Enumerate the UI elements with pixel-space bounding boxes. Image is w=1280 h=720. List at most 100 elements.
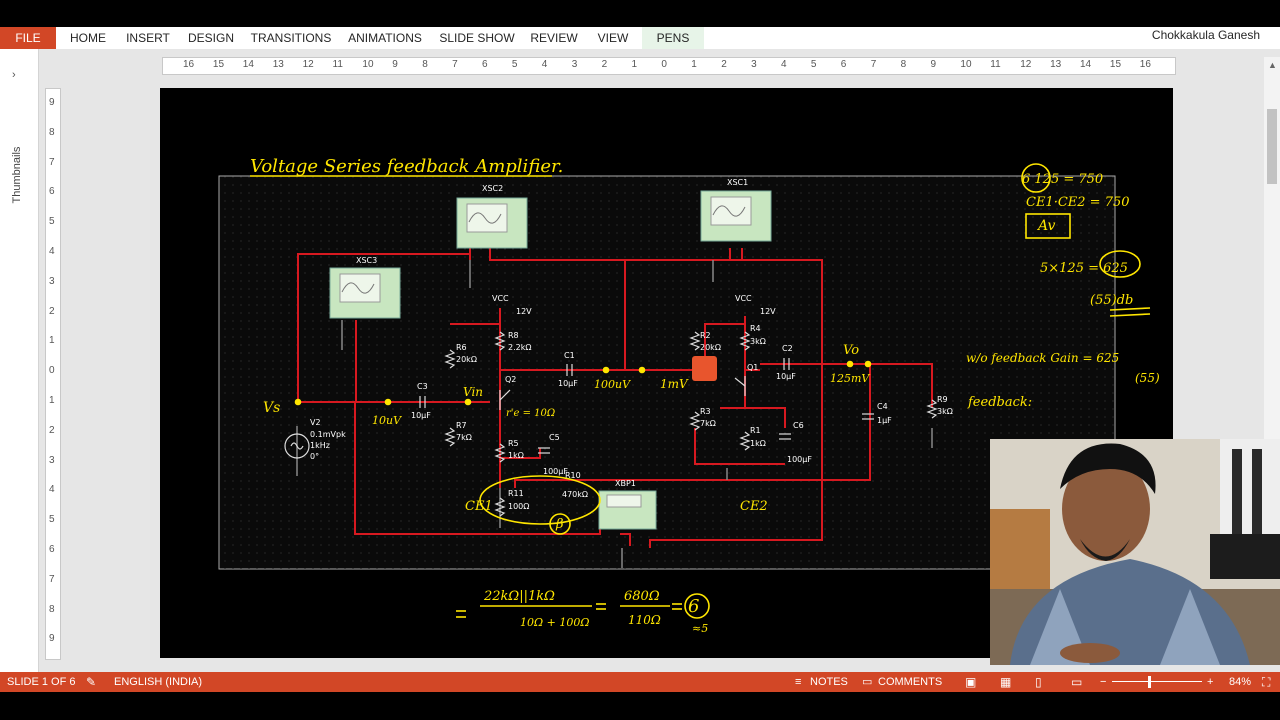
language-indicator[interactable]: ENGLISH (INDIA) — [114, 676, 203, 688]
ruler-tick-label: 4 — [781, 59, 787, 70]
ink-without-feedback-db: (55) — [1135, 371, 1160, 385]
tab-animations[interactable]: ANIMATIONS — [348, 31, 422, 45]
ribbon-tabs: FILE HOME INSERT DESIGN TRANSITIONS ANIM… — [0, 27, 1280, 49]
label-c5: C5 — [549, 433, 560, 442]
ruler-tick-label: 5 — [810, 59, 817, 70]
ruler-tick-label: 14 — [242, 59, 254, 70]
ink-eq-mid-denominator: 110Ω — [628, 613, 661, 627]
normal-view-icon[interactable]: ▣ — [965, 675, 977, 689]
label-v2: V2 — [310, 418, 321, 427]
tab-pens[interactable]: PENS — [642, 27, 704, 49]
ink-without-feedback: w/o feedback Gain = 625 — [966, 351, 1119, 365]
ruler-tick-label: 6 — [840, 59, 847, 70]
oscilloscope-xsc2: XSC2 — [456, 184, 528, 249]
ink-vin: Vin — [463, 385, 483, 399]
reading-view-icon[interactable]: ▯ — [1035, 675, 1042, 689]
ruler-tick-label: 6 — [49, 544, 55, 555]
label-r6-value: 20kΩ — [456, 355, 477, 364]
ruler-tick-label: 8 — [900, 59, 907, 70]
label-xsc1: XSC1 — [727, 178, 748, 187]
label-r11: R11 — [508, 489, 524, 498]
ink-calc-db: (55)db — [1090, 293, 1133, 308]
slide-drawing: Voltage Series feedback Amplifier. — [218, 156, 1160, 635]
notes-button[interactable]: NOTES — [810, 676, 848, 688]
status-bar: SLIDE 1 OF 6 ✎ ENGLISH (INDIA) ≡ NOTES ▭… — [0, 672, 1280, 692]
label-r9-value: 3kΩ — [937, 407, 953, 416]
top-letterbox — [0, 0, 1280, 27]
tab-view[interactable]: VIEW — [597, 31, 629, 45]
expand-thumbnails-icon[interactable]: › — [12, 69, 16, 81]
ruler-tick-label: 13 — [1050, 59, 1062, 70]
slide-sorter-icon[interactable]: ▦ — [1000, 675, 1012, 689]
label-r1-value: 1kΩ — [750, 439, 766, 448]
label-r8-value: 2.2kΩ — [508, 343, 531, 352]
thumbnails-label[interactable]: Thumbnails — [11, 146, 23, 204]
ruler-tick-label: 15 — [1109, 59, 1122, 70]
ink-100uv: 100uV — [594, 378, 631, 391]
ruler-tick-label: 1 — [49, 395, 55, 406]
tab-slide-show[interactable]: SLIDE SHOW — [439, 31, 515, 45]
ink-vo: Vo — [843, 343, 859, 358]
fit-slide-icon[interactable]: ⛶ — [1262, 675, 1271, 689]
scroll-up-icon[interactable]: ▲ — [1268, 60, 1277, 70]
ruler-tick-label: 2 — [49, 305, 55, 317]
tab-home[interactable]: HOME — [70, 31, 106, 45]
user-name[interactable]: Chokkakula Ganesh — [1151, 28, 1260, 42]
notes-icon: ≡ — [795, 676, 802, 688]
label-xbp1: XBP1 — [615, 479, 636, 488]
label-r3: R3 — [700, 407, 711, 416]
scrollbar-thumb[interactable] — [1267, 109, 1277, 184]
ruler-tick-label: 2 — [601, 59, 608, 70]
label-12v-1: 12V — [516, 307, 532, 316]
label-c4-value: 1µF — [877, 416, 892, 425]
ruler-tick-label: 3 — [571, 59, 578, 70]
zoom-level[interactable]: 84% — [1229, 676, 1252, 688]
tab-insert[interactable]: INSERT — [126, 31, 170, 45]
ruler-tick-label: 14 — [1080, 59, 1092, 70]
slide-canvas[interactable]: Voltage Series feedback Amplifier. — [160, 88, 1173, 658]
ink-eq-numerator: 22kΩ||1kΩ — [483, 589, 555, 604]
ruler-tick-label: 1 — [691, 59, 697, 70]
zoom-out-icon[interactable]: − — [1100, 676, 1107, 688]
label-q2: Q2 — [505, 375, 516, 384]
label-r5: R5 — [508, 439, 519, 448]
ink-125mv: 125mV — [830, 372, 870, 385]
slide-title: Voltage Series feedback Amplifier. — [250, 156, 563, 177]
ruler-tick-label: 12 — [1020, 59, 1032, 70]
label-vcc1: VCC — [492, 294, 509, 303]
ink-eq-mid-numerator: 680Ω — [624, 589, 660, 604]
bode-plotter-xbp1: XBP1 — [598, 479, 657, 530]
zoom-in-icon[interactable]: + — [1207, 676, 1214, 688]
label-r4: R4 — [750, 324, 761, 333]
ruler-tick-label: 7 — [452, 59, 458, 70]
label-xsc3: XSC3 — [356, 256, 377, 265]
ruler-tick-label: 3 — [49, 275, 55, 287]
spellcheck-icon[interactable]: ✎ — [86, 675, 97, 689]
ink-10uv: 10uV — [372, 414, 402, 427]
label-r7-value: 7kΩ — [456, 433, 472, 442]
ruler-tick-label: 8 — [49, 126, 55, 138]
ink-eq-approx: ≈5 — [692, 622, 708, 635]
oscilloscope-xsc3: XSC3 — [329, 256, 401, 319]
label-r9: R9 — [937, 395, 948, 404]
label-c2-value: 10µF — [776, 372, 796, 381]
ink-eq-denominator: 10Ω + 100Ω — [520, 616, 589, 629]
ruler-tick-label: 16 — [183, 59, 195, 70]
slide-indicator[interactable]: SLIDE 1 OF 6 — [7, 676, 76, 688]
label-r10-value: 470kΩ — [562, 490, 588, 499]
ruler-tick-label: 2 — [721, 59, 727, 70]
tab-review[interactable]: REVIEW — [530, 31, 578, 45]
tab-design[interactable]: DESIGN — [187, 31, 234, 45]
ink-calc-mid: 5×125 = 625 — [1040, 261, 1128, 276]
slideshow-icon[interactable]: ▭ — [1071, 675, 1083, 689]
ruler-tick-label: 1 — [631, 59, 638, 70]
tab-file[interactable]: FILE — [0, 27, 56, 49]
label-c4: C4 — [877, 402, 888, 411]
zoom-slider-track[interactable] — [1112, 681, 1202, 682]
tab-transitions[interactable]: TRANSITIONS — [250, 31, 332, 45]
oscilloscope-xsc1: XSC1 — [700, 178, 772, 242]
label-r5-value: 1kΩ — [508, 451, 524, 460]
zoom-slider-thumb[interactable] — [1148, 676, 1151, 688]
comments-button[interactable]: COMMENTS — [878, 676, 943, 688]
ruler-tick-label: 7 — [49, 156, 55, 168]
